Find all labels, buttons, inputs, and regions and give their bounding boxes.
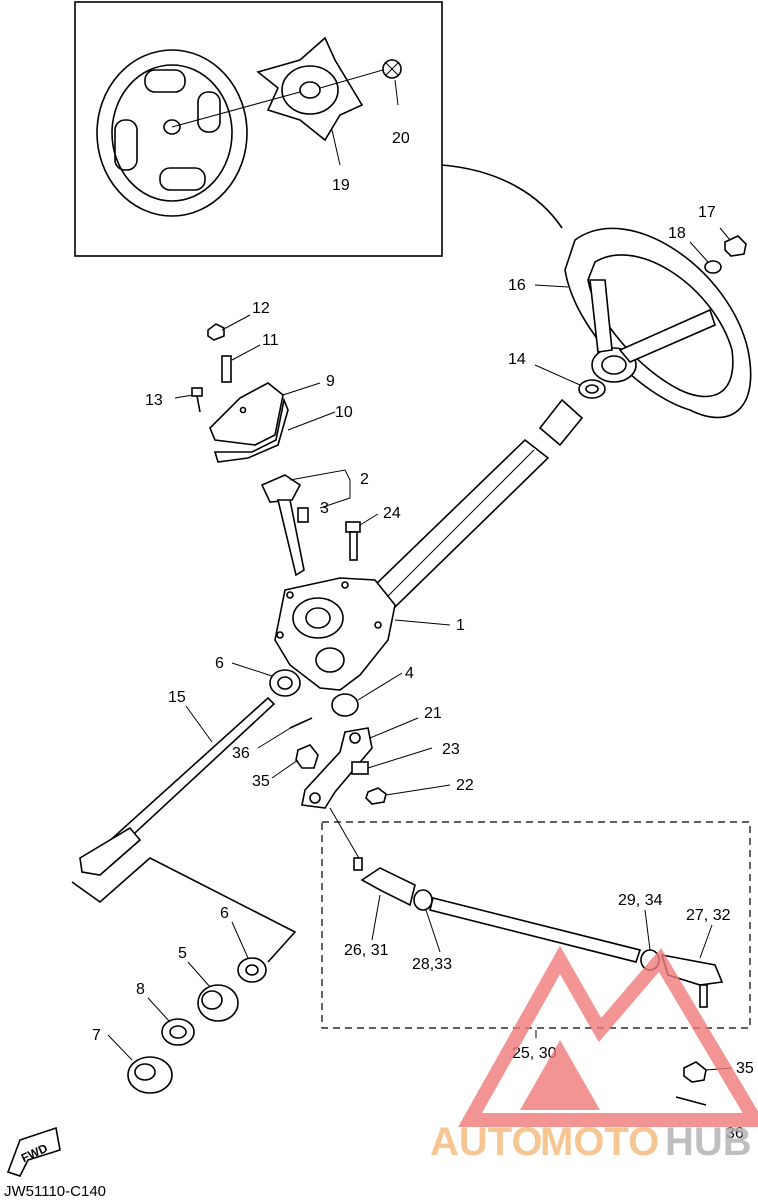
bolt-13: [191, 387, 203, 413]
adjuster-plug-7: [127, 1056, 173, 1094]
lock-nut-28-33: [413, 889, 433, 911]
lower-bracket-lines: [71, 857, 297, 963]
callout-28-33: 28,33: [412, 956, 452, 973]
callout-11: 11: [262, 332, 279, 349]
lock-washer-23: [351, 761, 369, 775]
callout-4: 4: [405, 665, 414, 682]
callout-1: 1: [456, 617, 465, 634]
callout-16: 16: [508, 277, 526, 294]
inset-leader-curve: [441, 164, 563, 229]
callout-23: 23: [442, 741, 460, 758]
callout-22: 22: [456, 777, 474, 794]
leader-lines: [107, 79, 733, 1071]
callout-24: 24: [383, 505, 401, 522]
washer-18: [704, 260, 722, 274]
callout-13: 13: [145, 392, 163, 409]
steering-wheel-16: [564, 227, 752, 419]
nut-35-lower: [683, 1061, 707, 1083]
callout-8: 8: [136, 981, 145, 998]
tie-rod-dashed-box: [321, 821, 751, 1029]
callout-10: 10: [335, 404, 353, 421]
steering-column: [370, 398, 584, 612]
callout-5: 5: [178, 945, 187, 962]
callout-6-upper: 6: [215, 655, 224, 672]
callout-20: 20: [392, 130, 410, 147]
gasket-10: [213, 397, 289, 463]
pitman-arm-21: [301, 727, 373, 809]
sector-shaft-2: [260, 474, 305, 577]
worm-shaft-15: [79, 696, 276, 876]
automotohub-watermark: AUTO MOTO HUB: [430, 945, 758, 1164]
callout-9: 9: [326, 373, 335, 390]
callout-7: 7: [92, 1027, 101, 1044]
callout-12: 12: [252, 300, 270, 317]
callout-19: 19: [332, 177, 350, 194]
oil-seal-4: [331, 693, 359, 717]
cotter-pin-36-lower: [675, 1096, 707, 1106]
callout-17: 17: [698, 204, 716, 221]
callout-15: 15: [168, 689, 186, 706]
worm-nut-5: [197, 984, 239, 1022]
callout-18: 18: [668, 225, 686, 242]
callout-14: 14: [508, 351, 526, 368]
svg-text:MOTO: MOTO: [540, 1120, 659, 1164]
callout-29-34: 29, 34: [618, 892, 663, 909]
fwd-arrow-icon: FWD: [6, 1126, 61, 1177]
bolt-24: [345, 521, 361, 561]
nut-12: [207, 323, 225, 341]
bearing-6-upper: [269, 669, 301, 697]
callout-35-upper: 35: [252, 773, 270, 790]
callout-27-32: 27, 32: [686, 907, 731, 924]
tie-rod-leader: [329, 807, 361, 861]
washer-8: [161, 1018, 195, 1046]
callout-35-lower: 35: [736, 1060, 754, 1077]
inset-box: [74, 1, 443, 257]
nut-22: [365, 787, 387, 805]
callout-36-lower: 36: [726, 1125, 744, 1142]
steering-gearbox-1: [274, 577, 396, 691]
callout-6-lower: 6: [220, 905, 229, 922]
cotter-pin-36-upper: [289, 717, 313, 729]
bearing-6-lower: [237, 957, 267, 983]
callout-25-30: 25, 30: [512, 1045, 557, 1062]
drawing-code: JW51110-C140: [4, 1183, 106, 1200]
tie-rod-25-30: [429, 897, 642, 963]
inset-steering-wheel: [96, 49, 248, 217]
adjuster-3: [297, 507, 309, 523]
callout-21: 21: [424, 705, 442, 722]
steering-cap-19: [171, 36, 364, 142]
callout-3: 3: [320, 500, 329, 517]
tie-rod-end-26-31: [353, 857, 416, 907]
callout-26-31: 26, 31: [344, 942, 389, 959]
cover-9: [209, 382, 284, 446]
svg-text:HUB: HUB: [665, 1120, 752, 1164]
nut-35-upper: [295, 744, 319, 769]
callout-2: 2: [360, 471, 369, 488]
callout-36-upper: 36: [232, 745, 250, 762]
callouts: 20 19 17 18 16 14 12 11 9 13 10 2 3 24 1…: [92, 130, 754, 1142]
nut-17: [724, 235, 747, 257]
emblem-20: [319, 59, 402, 89]
adjust-screw-11: [221, 355, 232, 383]
svg-text:AUTO: AUTO: [430, 1120, 543, 1164]
bushing-14: [578, 379, 606, 399]
